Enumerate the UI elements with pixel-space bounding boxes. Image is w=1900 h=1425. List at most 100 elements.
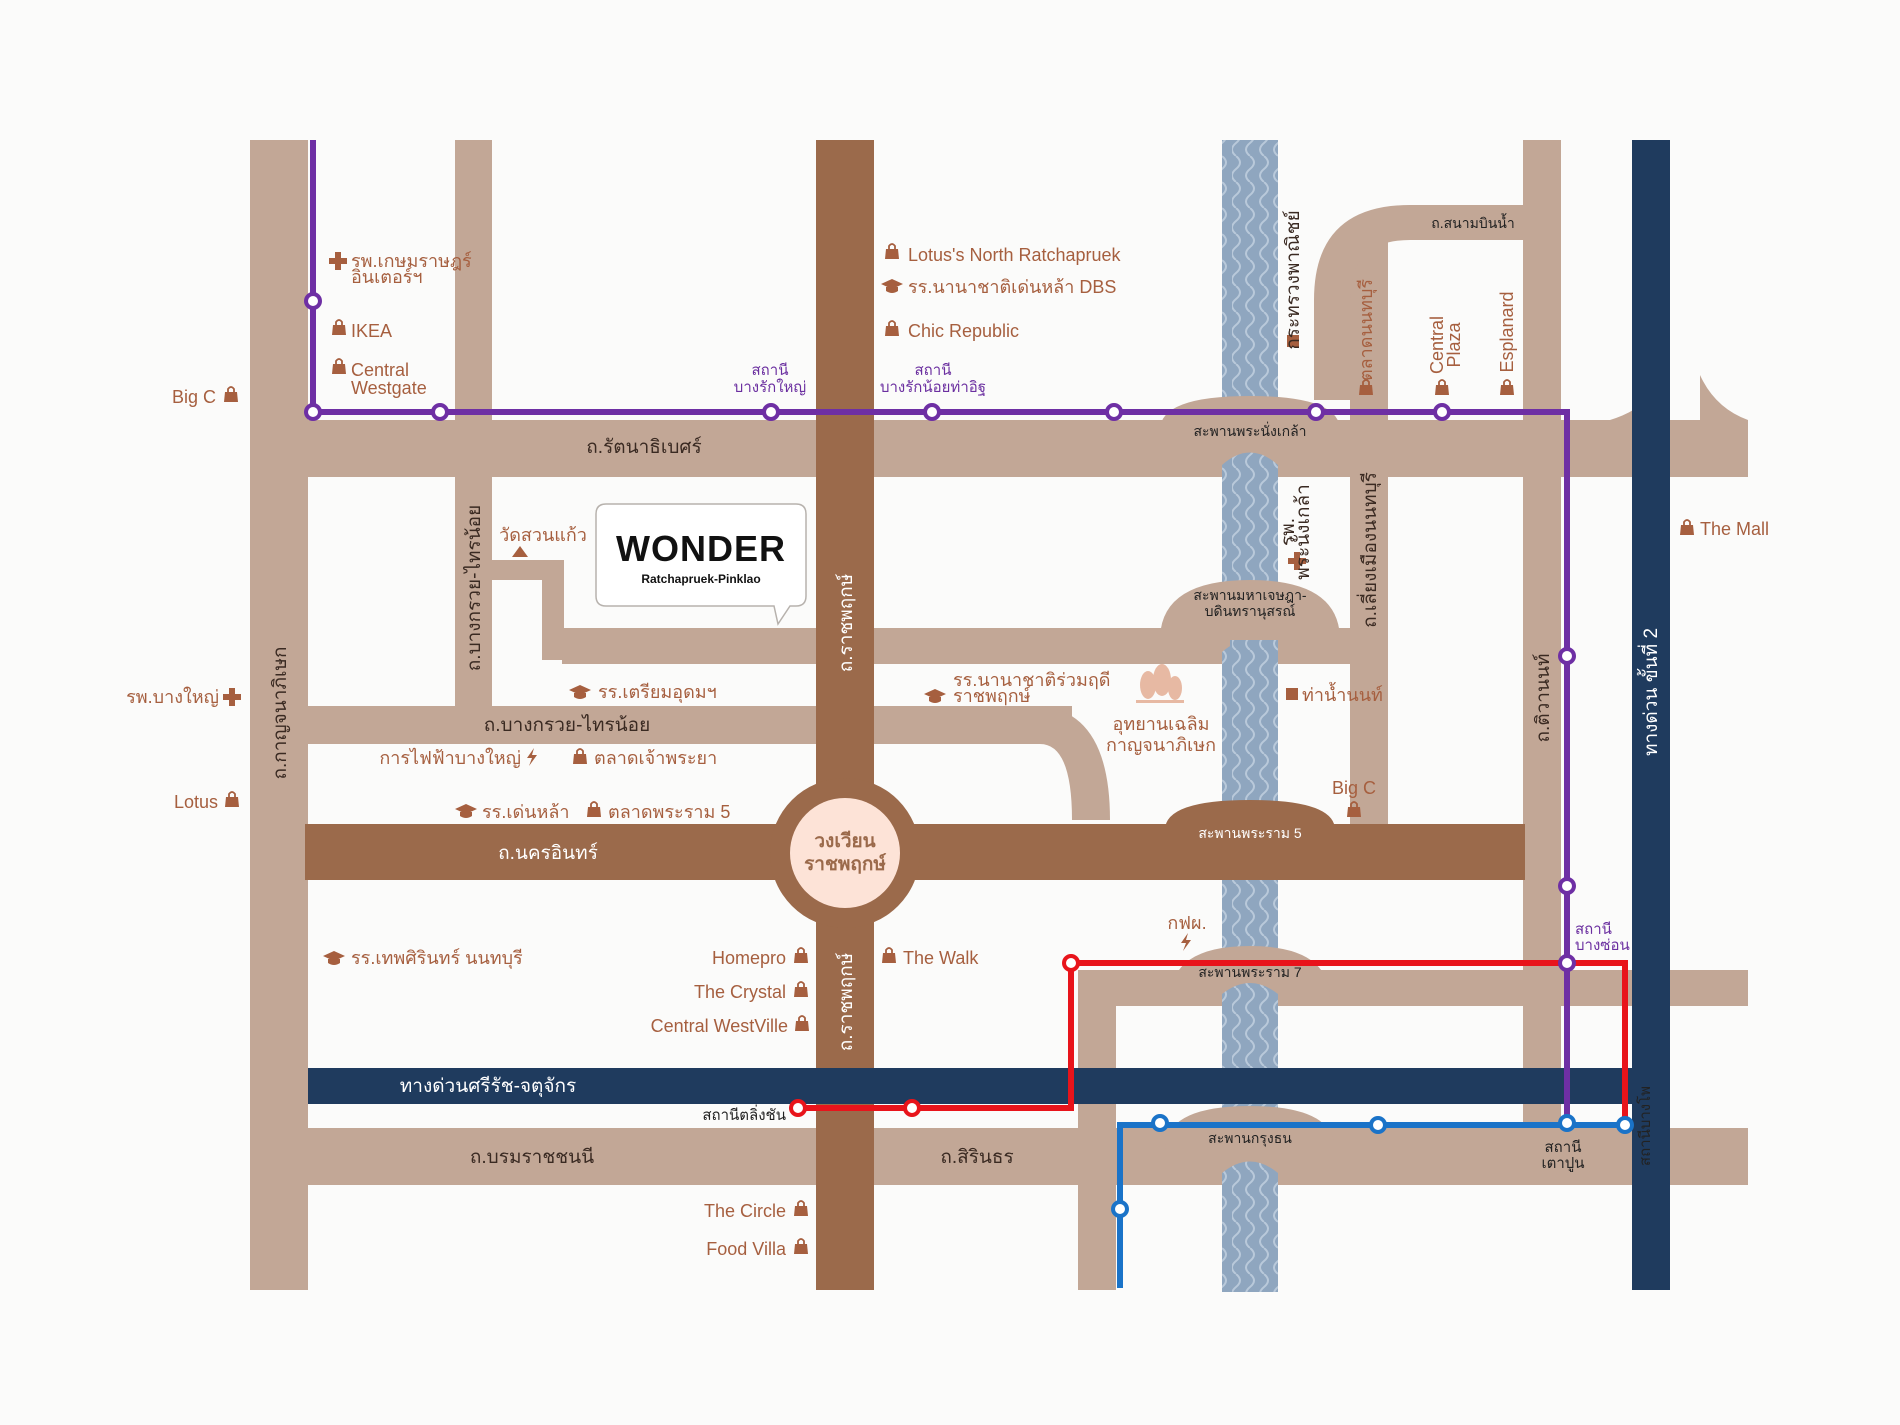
graduation-cap-icon: [455, 804, 477, 818]
graduation-cap-icon: [924, 689, 946, 703]
label-kanchanaphisek: ถ.กาญจนาภิเษก: [270, 647, 291, 780]
poi-central-westgate-1: Central: [351, 360, 409, 380]
poi-homepro: Homepro: [712, 948, 786, 968]
poi-the-walk: The Walk: [903, 948, 979, 968]
poi-nangklao-hospital-2: พระนั่งเกล้า: [1289, 484, 1314, 580]
label-bang-kruai-h: ถ.บางกรวย-ไทรน้อย: [484, 714, 650, 736]
label-sirinthorn: ถ.สิรินธร: [940, 1147, 1013, 1168]
label-ratchaphruek-n: ถ.ราชพฤกษ์: [835, 573, 857, 672]
shopping-bag-icon: [793, 947, 809, 964]
poi-central-plaza-2: Plaza: [1444, 322, 1464, 368]
poi-ministry-commerce: กระทรวงพาณิชย์: [1282, 210, 1304, 349]
hospital-cross-icon: [223, 688, 241, 706]
shopping-bag-icon: [572, 748, 588, 765]
label-bridge-maha-chesada-2: บดินทรานุสรณ์: [1205, 603, 1296, 620]
road-borommaratchachonnani: [308, 1128, 1748, 1185]
label-bridge-rama7: สะพานพระราม 7: [1198, 964, 1301, 980]
poi-kasemrad-2: อินเตอร์ฯ: [351, 267, 423, 287]
shopping-bag-icon: [331, 358, 347, 375]
road-curve-park: [1040, 706, 1110, 820]
label-station-taopoon-2: เตาปูน: [1541, 1155, 1584, 1172]
lightning-icon: [1181, 933, 1191, 951]
road-ratchaphruek: [816, 140, 874, 1290]
poi-the-mall: The Mall: [1700, 519, 1769, 539]
poi-triam-udom: รร.เตรียมอุดมฯ: [598, 682, 717, 703]
poi-central-westville: Central WestVille: [651, 1016, 788, 1036]
shopping-bag-icon: [1434, 379, 1450, 396]
label-station-bang-rak-yai-1: สถานี: [752, 362, 789, 379]
building-icon: [1286, 688, 1298, 700]
road-soi-kaew-b: [542, 560, 564, 660]
road-mid-connector: [562, 628, 1230, 664]
label-tiwanon: ถ.ติวานนท์: [1532, 654, 1554, 743]
poi-denla-school: รร.เด่นหล้า: [482, 802, 570, 822]
temple-icon: [512, 546, 528, 557]
roundabout-center: [790, 798, 900, 908]
road-bang-kruai-h: [308, 706, 1072, 744]
poi-big-c-west: Big C: [172, 387, 216, 407]
poi-big-c-east: Big C: [1332, 778, 1376, 798]
poi-central-plaza-1: Central: [1427, 316, 1447, 374]
shopping-bag-icon: [793, 1200, 809, 1217]
label-station-bang-son-2: บางซ่อน: [1575, 937, 1630, 954]
shopping-bag-icon: [793, 1238, 809, 1255]
shopping-bag-icon: [331, 319, 347, 336]
poi-lotus-west: Lotus: [174, 792, 218, 812]
label-nakhon-in: ถ.นครอินทร์: [498, 842, 598, 864]
poi-rama5-market: ตลาดพระราม 5: [608, 802, 730, 822]
road-nangklao-ramp-2: [1700, 375, 1748, 477]
label-bridge-rama5: สะพานพระราม 5: [1198, 825, 1301, 841]
bridge-arch-maha-chesada: [1160, 580, 1340, 640]
poi-bang-yai-hospital: รพ.บางใหญ่: [126, 686, 219, 707]
shopping-bag-icon: [793, 981, 809, 998]
road-rattanathibet: [250, 420, 1748, 477]
road-sanambin-nam: [1314, 205, 1526, 400]
poi-the-circle: The Circle: [704, 1201, 786, 1221]
poi-lotus-north: Lotus's North Ratchapruek: [908, 245, 1122, 265]
label-bang-kruai-v: ถ.บางกรวย-ไทรน้อย: [463, 505, 485, 671]
label-liang-mueang: ถ.เลี่ยงเมืองนนทบุรี: [1356, 472, 1382, 628]
label-bridge-nangklao: สะพานพระนั่งเกล้า: [1193, 422, 1306, 439]
logo-subtitle: Ratchapruek-Pinklao: [641, 572, 760, 586]
label-station-bang-rak-yai-2: บางรักใหญ่: [734, 378, 806, 396]
poi-thepsirin: รร.เทพศิรินทร์ นนทบุรี: [351, 948, 523, 969]
label-station-bang-rak-noi-2: บางรักน้อยท่าอิฐ: [880, 379, 986, 396]
poi-the-crystal: The Crystal: [694, 982, 786, 1002]
poi-central-westgate-2: Westgate: [351, 378, 427, 398]
expressway-sirat: [308, 1068, 1632, 1104]
label-sanambin-nam: ถ.สนามบินน้ำ: [1431, 213, 1514, 231]
label-rattanathibet: ถ.รัตนาธิเบศร์: [586, 436, 701, 458]
poi-ikea: IKEA: [351, 321, 392, 341]
stations: [304, 292, 1634, 1218]
graduation-cap-icon: [881, 279, 903, 293]
logo-brand: WONDER: [616, 528, 786, 569]
poi-esplanard: Esplanard: [1497, 291, 1517, 372]
hospital-cross-icon: [329, 252, 347, 270]
shopping-bag-icon: [1679, 519, 1695, 536]
shopping-bag-icon: [1499, 379, 1515, 396]
poi-park-2: กาญจนาภิเษก: [1106, 735, 1216, 755]
poi-egat: กฟผ.: [1167, 913, 1206, 933]
label-borommaratchachonnani: ถ.บรมราชชนนี: [470, 1146, 594, 1168]
shopping-bag-icon: [224, 791, 240, 808]
bridge-arch-rama7: [1170, 946, 1330, 1000]
minor-roads: [250, 140, 1748, 1290]
poi-wat-suan-kaew: วัดสวนแก้ว: [499, 525, 587, 545]
poi-nangklao-hospital-1: รพ.: [1278, 518, 1299, 546]
poi-food-villa: Food Villa: [706, 1239, 787, 1259]
graduation-cap-icon: [323, 951, 345, 965]
tree-icon: [1136, 664, 1184, 703]
shopping-bag-icon: [884, 320, 900, 337]
graduation-cap-icon: [569, 685, 591, 699]
road-kanchanaphisek: [250, 140, 308, 1290]
shopping-bag-icon: [223, 386, 239, 403]
label-station-bang-pho: สถานีบางโพ: [1636, 1086, 1654, 1166]
label-station-taling-chan: สถานีตลิ่งชัน: [702, 1104, 786, 1124]
poi-ratchaphruek-intl-2: ราชพฤกษ์: [953, 686, 1031, 706]
road-liang-mueang: [1350, 235, 1388, 825]
bridge-arch-rama5: [1165, 800, 1335, 830]
shopping-bag-icon: [884, 243, 900, 260]
poi-talad-nonthaburi: ตลาดนนทบุรี: [1356, 279, 1377, 381]
blue-line: [1117, 1122, 1625, 1288]
